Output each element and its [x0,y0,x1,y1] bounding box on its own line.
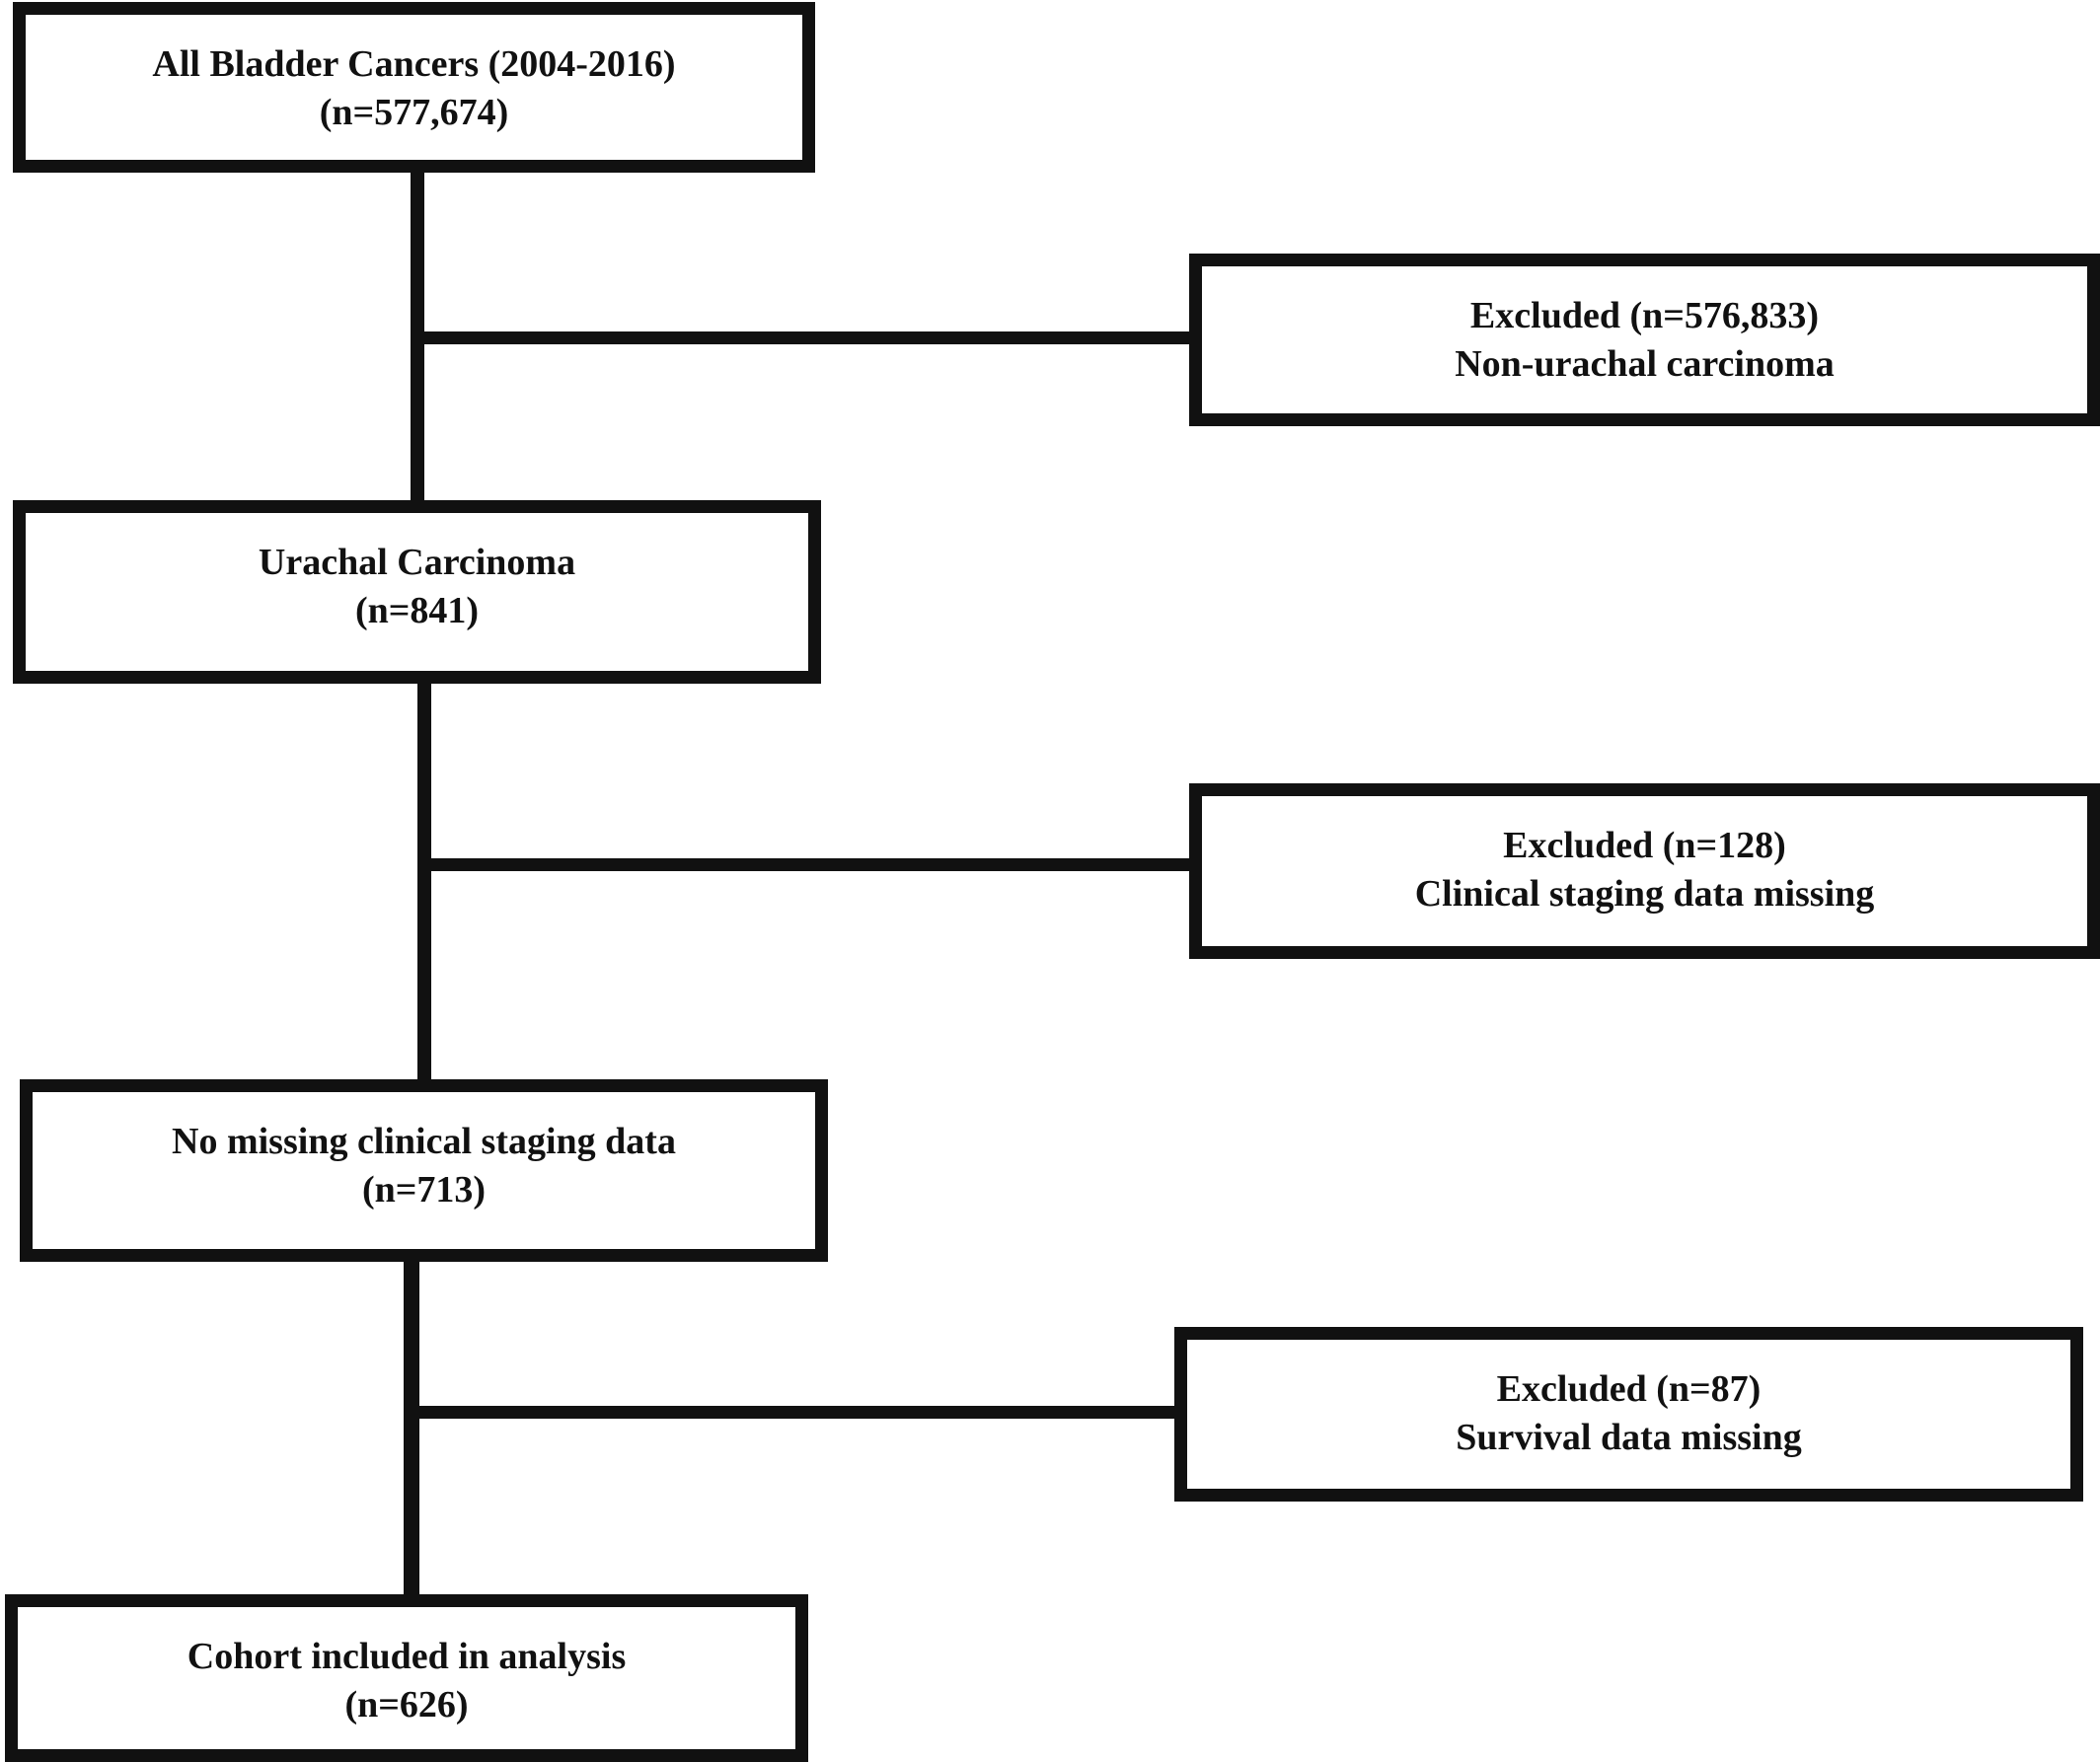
exclusion-box-staging-missing: Excluded (n=128) Clinical staging data m… [1189,783,2100,959]
stage-box-no-missing-staging: No missing clinical staging data (n=713) [20,1079,828,1262]
stage-count: (n=841) [354,590,480,631]
stage-label: No missing clinical staging data [172,1121,676,1162]
connector-v-3 [404,1251,419,1601]
stage-count: (n=577,674) [319,92,509,133]
exclusion-box-survival-missing: Excluded (n=87) Survival data missing [1174,1327,2083,1502]
stage-count: (n=626) [344,1684,469,1725]
exclusion-reason: Non-urachal carcinoma [1455,343,1835,385]
exclusion-reason: Clinical staging data missing [1414,873,1875,915]
stage-box-all-bladder-cancers: All Bladder Cancers (2004-2016) (n=577,6… [13,2,815,173]
stage-label: Cohort included in analysis [187,1636,627,1677]
connector-h-2 [424,858,1198,871]
stage-count: (n=713) [361,1169,487,1211]
exclusion-label: Excluded (n=87) [1496,1368,1762,1410]
exclusion-reason: Survival data missing [1456,1417,1802,1458]
connector-v-2 [417,679,431,1085]
stage-label: Urachal Carcinoma [258,542,576,583]
exclusion-label: Excluded (n=128) [1503,825,1786,866]
exclusion-label: Excluded (n=576,833) [1469,295,1820,336]
stage-box-urachal-carcinoma: Urachal Carcinoma (n=841) [13,500,821,684]
stage-label: All Bladder Cancers (2004-2016) [152,43,676,85]
connector-h-1 [417,331,1198,344]
exclusion-box-non-urachal: Excluded (n=576,833) Non-urachal carcino… [1189,254,2100,426]
stage-box-cohort-included: Cohort included in analysis (n=626) [5,1594,808,1762]
connector-h-3 [412,1406,1184,1419]
